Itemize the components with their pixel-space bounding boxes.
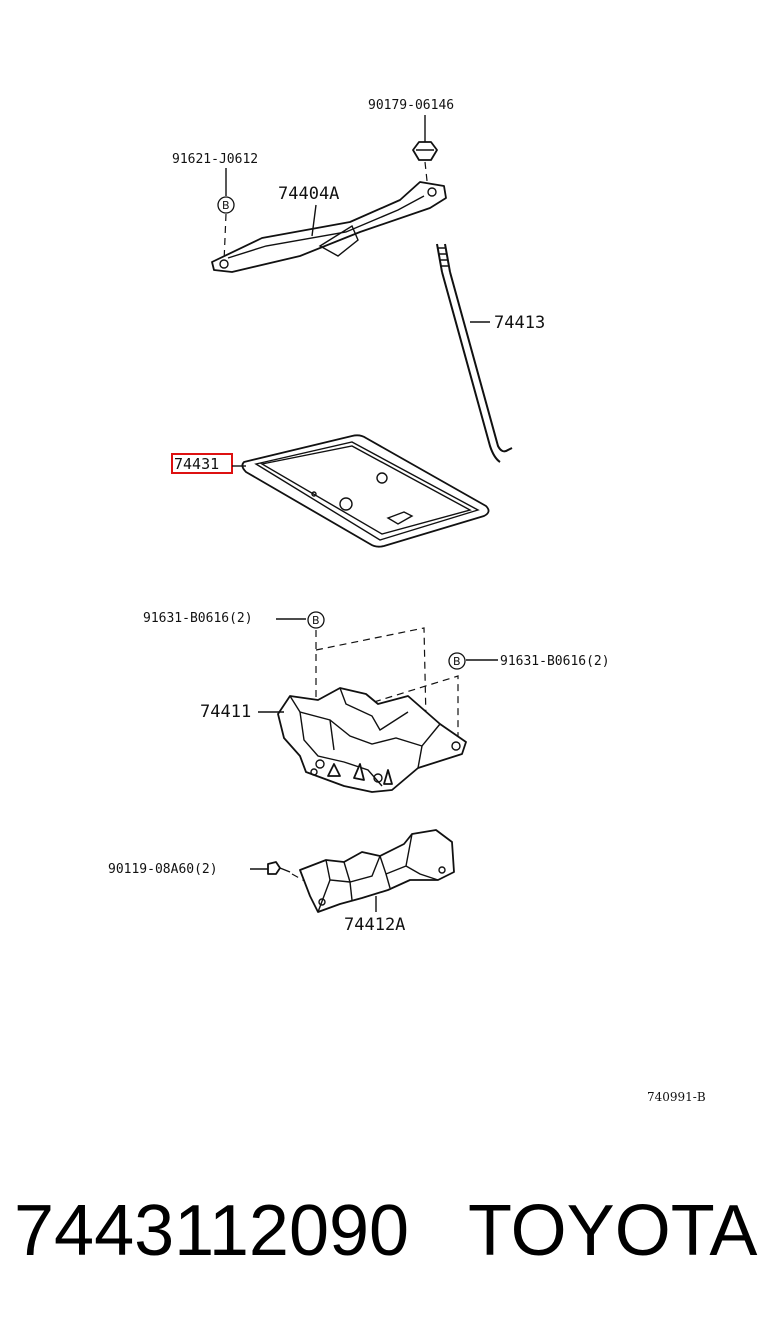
label-clamp: 74404A xyxy=(278,184,339,204)
rod-part xyxy=(436,243,513,463)
label-bolt-right: 91631-B0616(2) xyxy=(500,654,610,669)
svg-text:B: B xyxy=(312,614,320,627)
label-nut: 90179-06146 xyxy=(368,98,454,113)
footer-brand: TOYOTA xyxy=(468,1191,757,1271)
carrier-part xyxy=(277,687,467,793)
circle-b-icon: B xyxy=(448,652,466,670)
label-tray[interactable]: 74431 xyxy=(174,455,219,473)
label-bolt-top: 91621-J0612 xyxy=(172,152,258,167)
circle-b-icon: B xyxy=(307,611,325,629)
circle-b-icon: B xyxy=(217,196,235,214)
tray-part xyxy=(241,434,490,548)
clamp-part xyxy=(211,181,447,273)
svg-text:B: B xyxy=(453,655,461,668)
label-bolt-bottom: 90119-08A60(2) xyxy=(108,862,218,877)
label-carrier: 74411 xyxy=(200,702,251,722)
support-part xyxy=(299,829,455,913)
label-bolt-left: 91631-B0616(2) xyxy=(143,611,253,626)
label-rod: 74413 xyxy=(494,313,545,333)
label-support: 74412A xyxy=(344,915,405,935)
bolt-part xyxy=(267,861,311,885)
figure-code: 740991-B xyxy=(647,1090,706,1104)
highlight-box xyxy=(171,453,233,474)
footer-part-number: 7443112090 xyxy=(14,1191,409,1271)
svg-text:B: B xyxy=(222,199,230,212)
nut-part xyxy=(412,115,438,191)
